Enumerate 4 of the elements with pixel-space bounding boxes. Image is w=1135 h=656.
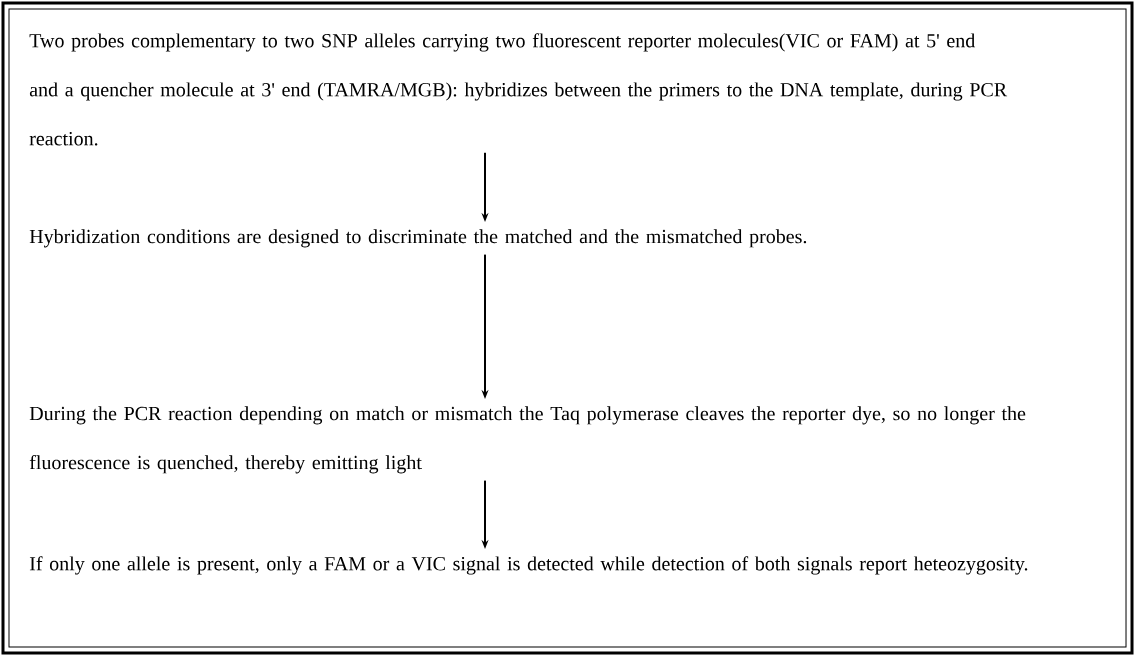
step-text: Hybridization conditions are designed to discriminate the matched and the mismatched probes. bbox=[29, 229, 807, 248]
step-text: If only one allele is present, only a FAM or a VIC signal is detected while detection of both signals report heteozygosity. bbox=[29, 556, 1028, 575]
step-text: During the PCR reaction depending on match or mismatch the Taq polymerase cleaves the reporter dye, so no longer the fluorescence is quenched, thereby emitting light bbox=[29, 406, 1026, 474]
step-text: Two probes complementary to two SNP alleles carrying two fluorescent reporter molecules(VIC or FAM) at 5' end and a quencher molecule at 3' end (TAMRA/MGB): hybridizes between the primers to the DNA template, during PCR reaction. bbox=[29, 33, 1008, 146]
